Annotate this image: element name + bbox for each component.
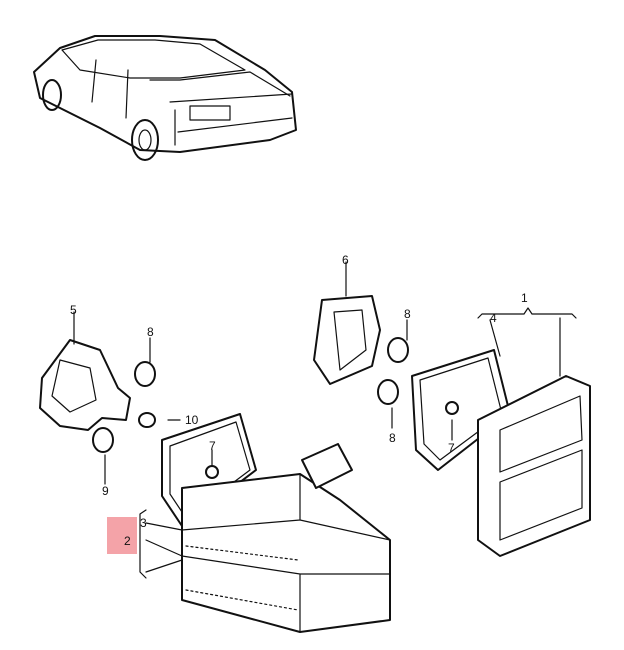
callout-4[interactable]: 4 [490, 311, 497, 325]
gasket-4 [411, 349, 511, 471]
callout-10[interactable]: 10 [185, 413, 199, 427]
callout-6[interactable]: 6 [342, 253, 349, 267]
callout-1[interactable]: 1 [521, 291, 528, 305]
callout-8a[interactable]: 8 [147, 325, 154, 339]
callout-8b[interactable]: 8 [404, 307, 411, 321]
callout-3[interactable]: 3 [140, 516, 147, 530]
tail-lamp-2 [181, 443, 391, 633]
bracket-1 [477, 307, 577, 319]
bulb-holder-5 [39, 311, 181, 485]
car-illustration [33, 35, 297, 161]
callout-9[interactable]: 9 [102, 484, 109, 498]
highlight-part-2[interactable] [107, 517, 137, 554]
inner-lamp-1 [477, 375, 591, 557]
callout-7b[interactable]: 7 [448, 441, 455, 455]
nut-7b [445, 401, 459, 415]
callout-7a[interactable]: 7 [209, 439, 216, 453]
bulb-holder-6 [313, 261, 409, 429]
callout-2[interactable]: 2 [124, 534, 131, 548]
nut-7a [205, 465, 219, 479]
callout-5[interactable]: 5 [70, 303, 77, 317]
callout-8c[interactable]: 8 [389, 431, 396, 445]
